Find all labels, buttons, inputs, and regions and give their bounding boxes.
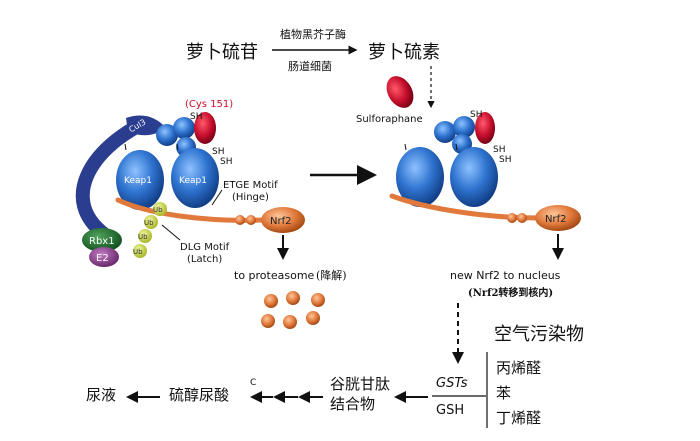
nrf2-body-left — [261, 207, 305, 233]
keap1-oval-left — [116, 150, 164, 210]
nrf2-bead-1 — [235, 215, 245, 225]
fragment-5 — [283, 315, 297, 329]
precursor-label: 萝卜硫苷 — [186, 42, 258, 63]
nrf2-body-right — [535, 205, 581, 231]
hinge-label: (Hinge) — [232, 192, 269, 203]
keap1-label-right: Keap1 — [179, 176, 207, 186]
nrf2-label-right: Nrf2 — [545, 214, 566, 225]
keap1-r-oval-left — [396, 147, 444, 207]
sh-label-1: SH — [190, 112, 202, 122]
urine-label: 尿液 — [86, 386, 116, 404]
bottom-pathway: 空气污染物 丙烯醛 苯 丁烯醛 GSTs GSH 谷胱甘肽 结合物 C 硫醇尿酸… — [86, 303, 584, 428]
cul3-head — [126, 115, 166, 136]
cys-red-blob — [194, 112, 216, 144]
nrf2-label-left: Nrf2 — [270, 216, 291, 227]
ub-ball-1 — [153, 202, 167, 216]
fragment-1 — [264, 294, 278, 308]
ub-label-2: Ub — [144, 219, 154, 227]
sh-r-label-1: SH — [470, 110, 482, 120]
rbx1-label: Rbx1 — [89, 236, 115, 247]
cul3-arc — [75, 117, 149, 241]
sulforaphane-blob — [386, 76, 414, 108]
etge-label: ETGE Motif — [223, 180, 278, 191]
mercapturic-acid-label: 硫醇尿酸 — [169, 386, 229, 404]
keap1-r-red — [475, 112, 495, 144]
keap1-r-ball-1 — [434, 121, 456, 143]
ub-label-1: Ub — [153, 206, 163, 214]
gsh-label: GSH — [436, 403, 464, 418]
nrf2-r-bead-1 — [507, 213, 517, 223]
pollutant-2: 苯 — [496, 384, 511, 402]
sh-r-label-3: SH — [499, 155, 511, 165]
nrf2-bead-2 — [246, 215, 256, 225]
latch-label: (Latch) — [187, 254, 222, 265]
gsts-label: GSTs — [436, 376, 468, 391]
enzyme-label: 植物黑芥子酶 — [280, 27, 346, 41]
sh-label-2: SH — [212, 147, 224, 157]
product-label: 萝卜硫素 — [368, 42, 440, 63]
tick-r-1 — [404, 143, 407, 151]
fragment-2 — [286, 291, 300, 305]
sh-label-3: SH — [220, 157, 232, 167]
ub-ball-2 — [144, 215, 158, 229]
fragment-6 — [306, 311, 320, 325]
tick-r-2 — [455, 143, 458, 151]
keap1-ball-1 — [156, 124, 178, 146]
ub-ball-4 — [133, 244, 147, 258]
nucleus-cn-label: (Nrf2转移到核内) — [468, 286, 553, 299]
etge-pointer — [211, 189, 223, 206]
left-complex: Cul3 (Cys 151) SH SH SH Keap1 Keap1 Nrf2… — [75, 99, 347, 329]
air-pollutants-title: 空气污染物 — [494, 324, 584, 345]
ub-ball-3 — [138, 229, 152, 243]
fragment-3 — [311, 293, 325, 307]
ub-label-3: Ub — [138, 233, 148, 241]
keap1-r-ball-2 — [453, 116, 475, 138]
keap1-oval-right — [171, 148, 219, 208]
pollutant-3: 丁烯醛 — [496, 409, 541, 427]
sh-r-label-2: SH — [493, 145, 505, 155]
pollutant-1: 丙烯醛 — [496, 359, 541, 377]
dlg-pointer — [161, 224, 181, 241]
fragment-4 — [261, 314, 275, 328]
rbx1-blob — [82, 228, 122, 252]
right-complex: Sulforaphane SH SH SH Nrf2 new Nrf2 to n… — [356, 76, 581, 299]
ub-label-4: Ub — [133, 248, 143, 256]
conjugate-label-2: 结合物 — [330, 395, 375, 413]
degrade-label: (降解) — [316, 268, 347, 282]
keap1-ball-2 — [173, 117, 195, 139]
dlg-label: DLG Motif — [180, 242, 230, 253]
c-mark: C — [250, 378, 256, 388]
keap1-label-left: Keap1 — [124, 176, 152, 186]
tick-2 — [176, 143, 179, 151]
sulforaphane-label: Sulforaphane — [356, 114, 423, 125]
cys-label: (Cys 151) — [185, 99, 233, 110]
e2-label: E2 — [96, 253, 109, 264]
tick-1 — [124, 143, 127, 151]
keap1-r-oval-right — [450, 147, 498, 207]
bacteria-label: 肠道细菌 — [288, 59, 332, 73]
proteasome-label: to proteasome — [234, 269, 315, 282]
e2-blob — [89, 247, 119, 267]
nucleus-label: new Nrf2 to nucleus — [450, 269, 561, 282]
nrf2-r-bead-2 — [517, 213, 527, 223]
conjugate-label-1: 谷胱甘肽 — [330, 375, 390, 393]
